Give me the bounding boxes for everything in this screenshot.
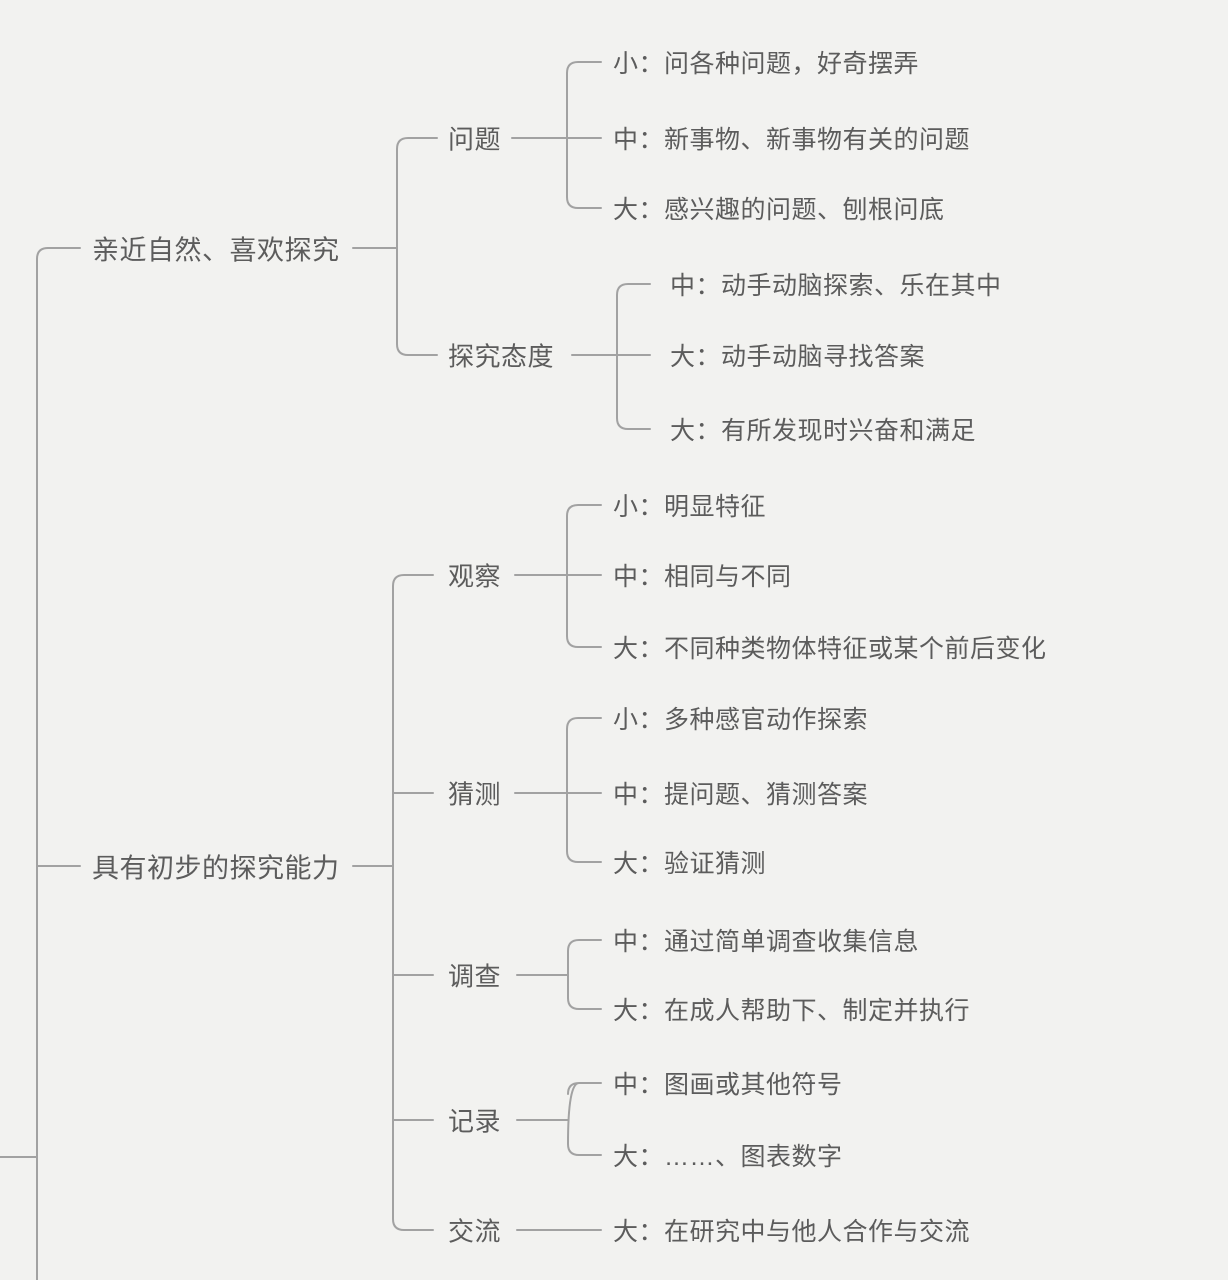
node-record: 记录 [448, 1106, 502, 1137]
connector-guess-bracket [566, 717, 602, 863]
node-guess: 猜测 [448, 779, 502, 810]
leaf-questions-large: 大：感兴趣的问题、刨根问底 [613, 196, 945, 224]
leaf-questions-middle: 中：新事物、新事物有关的问题 [613, 126, 971, 154]
node-close-to-nature: 亲近自然、喜欢探究 [92, 235, 340, 266]
connector-record-bracket [566, 1082, 602, 1156]
leaf-record-middle: 中：图画或其他符号 [613, 1071, 843, 1099]
connector-survey-bracket [567, 939, 602, 1010]
node-questions: 问题 [448, 124, 502, 155]
node-attitude: 探究态度 [448, 341, 555, 372]
leaf-survey-middle: 中：通过简单调查收集信息 [613, 928, 920, 956]
node-survey: 调查 [448, 961, 502, 992]
leaf-guess-middle: 中：提问题、猜测答案 [613, 781, 869, 809]
node-exchange: 交流 [448, 1216, 502, 1247]
node-observe: 观察 [448, 561, 502, 592]
leaf-guess-small: 小：多种感官动作探索 [613, 706, 869, 734]
leaf-attitude-large1: 大：动手动脑寻找答案 [670, 343, 926, 371]
connector-root-spine [36, 247, 81, 1280]
leaf-questions-small: 小：问各种问题，好奇摆弄 [613, 50, 920, 78]
leaf-attitude-middle: 中：动手动脑探索、乐在其中 [670, 272, 1002, 300]
leaf-attitude-large2: 大：有所发现时兴奋和满足 [670, 417, 977, 445]
connector-branch2-bracket [392, 574, 434, 1231]
leaf-record-large: 大：……、图表数字 [613, 1143, 843, 1171]
node-exploration-ability: 具有初步的探究能力 [92, 853, 340, 884]
leaf-observe-middle: 中：相同与不同 [613, 563, 792, 591]
connector-attitude-bracket [616, 283, 651, 430]
leaf-observe-small: 小：明显特征 [613, 493, 767, 521]
connector-branch1-bracket [396, 137, 438, 356]
leaf-guess-large: 大：验证猜测 [613, 850, 767, 878]
leaf-exchange-large: 大：在研究中与他人合作与交流 [613, 1218, 971, 1246]
leaf-observe-large: 大：不同种类物体特征或某个前后变化 [613, 635, 1047, 663]
leaf-survey-large: 大：在成人帮助下、制定并执行 [613, 997, 971, 1025]
connector-questions-bracket [566, 61, 602, 209]
connector-observe-bracket [566, 504, 602, 648]
